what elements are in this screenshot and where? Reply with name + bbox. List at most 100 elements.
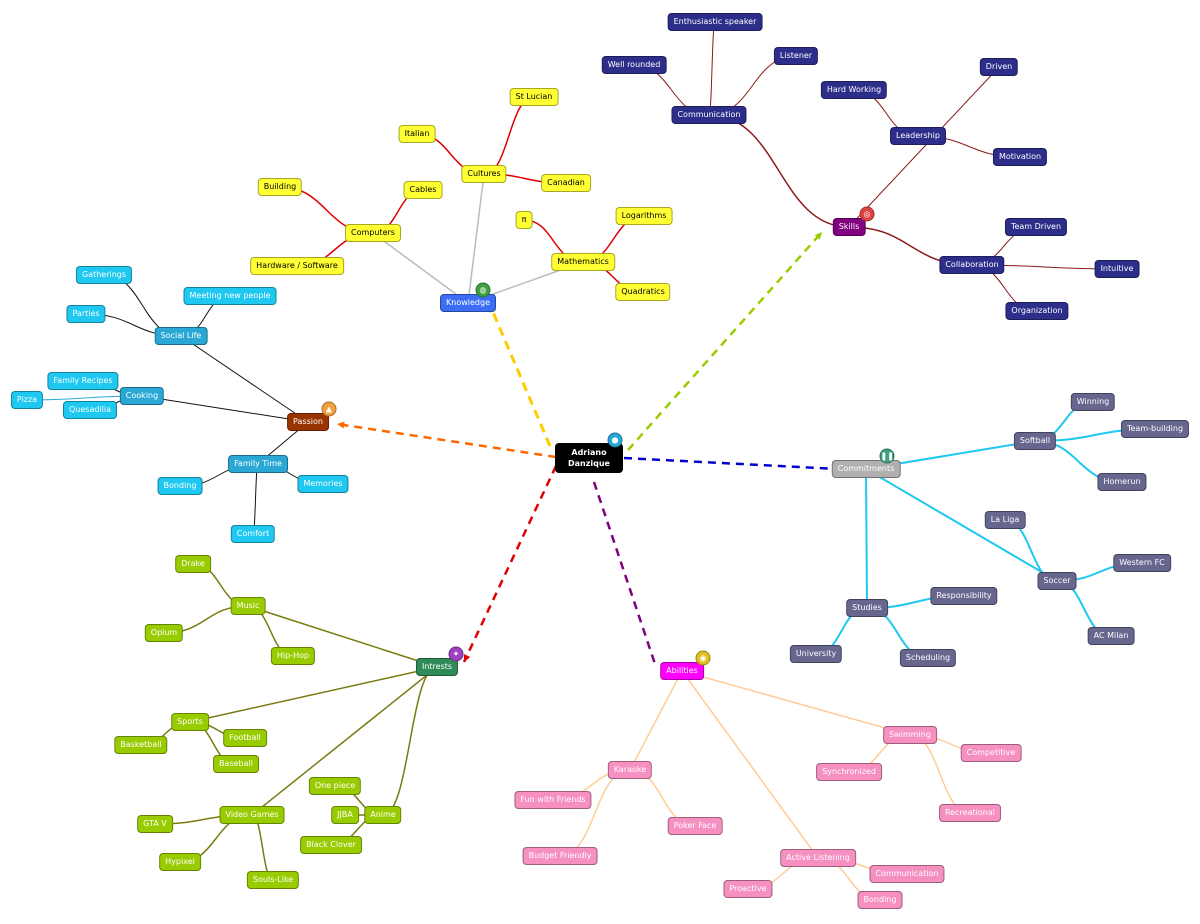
memories-node[interactable]: Memories — [297, 475, 349, 493]
responsibility-node[interactable]: Responsibility — [930, 587, 998, 605]
passion-cooking-link — [141, 395, 309, 423]
swimming-node[interactable]: Swimming — [883, 726, 937, 744]
computers-node[interactable]: Computers — [345, 224, 401, 242]
organization-node[interactable]: Organization — [1005, 302, 1069, 320]
active-listening-node[interactable]: Active Listening — [780, 849, 856, 867]
motivation-node[interactable]: Motivation — [992, 148, 1048, 166]
budget-friendly-node[interactable]: Budget Friendly — [522, 847, 598, 865]
abilities-node[interactable]: Abilities — [660, 662, 704, 680]
root-node[interactable]: Adriano Danzique — [555, 443, 623, 473]
soccer-node[interactable]: Soccer — [1037, 572, 1077, 590]
skills-node[interactable]: Skills — [832, 218, 866, 236]
social-life-node[interactable]: Social Life — [154, 327, 208, 345]
homerun-node[interactable]: Homerun — [1097, 473, 1147, 491]
building-node[interactable]: Building — [257, 178, 303, 196]
bonding-ability-node[interactable]: Bonding — [857, 891, 903, 909]
hardware-software-node[interactable]: Hardware / Software — [250, 257, 344, 275]
intrests-music-link — [247, 605, 438, 668]
hard-working-node[interactable]: Hard Working — [820, 81, 888, 99]
sports-node[interactable]: Sports — [171, 713, 209, 731]
university-node[interactable]: University — [789, 645, 843, 663]
drake-node[interactable]: Drake — [175, 555, 211, 573]
studies-node[interactable]: Studies — [846, 599, 888, 617]
parties-node[interactable]: Parties — [66, 305, 106, 323]
logarithms-node[interactable]: Logarithms — [615, 207, 673, 225]
team-driven-node[interactable]: Team Driven — [1004, 218, 1068, 236]
root-skills-link-arrowhead — [814, 232, 822, 240]
family-recipes-node[interactable]: Family Recipes — [47, 372, 119, 390]
abilities-swimming-link — [681, 670, 911, 736]
cultures-node[interactable]: Cultures — [461, 165, 507, 183]
pizza-node[interactable]: Pizza — [10, 391, 44, 409]
root-intrests-link — [462, 465, 558, 663]
western-fc-node[interactable]: Western FC — [1113, 554, 1171, 572]
commitments-studies-link — [865, 468, 868, 609]
souls-like-node[interactable]: Souls-Like — [246, 871, 300, 889]
communication-ability-node[interactable]: Communication — [869, 865, 945, 883]
competitive-node[interactable]: Competitive — [960, 744, 1022, 762]
hip-hop-node[interactable]: Hip-Hop — [270, 647, 316, 665]
communication-node[interactable]: Communication — [671, 106, 747, 124]
enthusiastic-speaker-node[interactable]: Enthusiastic speaker — [667, 13, 763, 31]
italian-node[interactable]: Italian — [398, 125, 436, 143]
leadership-node[interactable]: Leadership — [890, 127, 946, 145]
video-games-node[interactable]: Video Games — [219, 806, 285, 824]
baseball-node[interactable]: Baseball — [213, 755, 259, 773]
anime-node[interactable]: Anime — [364, 806, 402, 824]
karaoke-node[interactable]: Karaoke — [607, 761, 653, 779]
bonding-node[interactable]: Bonding — [157, 477, 203, 495]
winning-node[interactable]: Winning — [1070, 393, 1116, 411]
la-liga-node[interactable]: La Liga — [984, 511, 1026, 529]
root-abilities-link — [592, 481, 657, 665]
opium-node[interactable]: Opium — [144, 624, 184, 642]
hypixel-node[interactable]: Hypixel — [159, 853, 201, 871]
root-passion-link — [336, 422, 557, 459]
driven-node[interactable]: Driven — [979, 58, 1019, 76]
gta-v-node[interactable]: GTA V — [137, 815, 173, 833]
flame-icon: ▲ — [321, 401, 337, 417]
knowledge-node[interactable]: Knowledge — [440, 294, 496, 312]
quesadilia-node[interactable]: Quesadilia — [62, 401, 118, 419]
poker-face-node[interactable]: Poker Face — [667, 817, 723, 835]
music-node[interactable]: Music — [230, 597, 266, 615]
root-commitments-link — [623, 456, 839, 471]
mathematics-node[interactable]: Mathematics — [551, 253, 615, 271]
root-skills-link — [627, 231, 823, 451]
recreational-node[interactable]: Recreational — [939, 804, 1001, 822]
fun-with-friends-node[interactable]: Fun with Friends — [514, 791, 592, 809]
canadian-node[interactable]: Canadian — [541, 174, 591, 192]
cooking-node[interactable]: Cooking — [119, 387, 165, 405]
family-time-node[interactable]: Family Time — [228, 455, 288, 473]
intrests-sports-link — [189, 666, 438, 723]
synchronized-node[interactable]: Synchronized — [816, 763, 882, 781]
jjba-node[interactable]: JJBA — [331, 806, 359, 824]
commitments-node[interactable]: Commitments — [831, 460, 901, 478]
listener-node[interactable]: Listener — [773, 47, 819, 65]
intrests-node[interactable]: Intrests — [415, 658, 459, 676]
basketball-node[interactable]: Basketball — [114, 736, 168, 754]
softball-node[interactable]: Softball — [1013, 432, 1057, 450]
palette-icon: ✦ — [448, 646, 464, 662]
comfort-node[interactable]: Comfort — [230, 525, 276, 543]
root-knowledge-link — [488, 304, 552, 447]
meeting-new-people-node[interactable]: Meeting new people — [183, 287, 277, 305]
well-rounded-node[interactable]: Well rounded — [601, 56, 667, 74]
black-clover-node[interactable]: Black Clover — [300, 836, 362, 854]
one-piece-node[interactable]: One piece — [308, 777, 362, 795]
proactive-node[interactable]: Proactive — [723, 880, 773, 898]
intuitive-node[interactable]: Intuitive — [1094, 260, 1140, 278]
quadratics-node[interactable]: Quadratics — [615, 283, 671, 301]
st-lucian-node[interactable]: St Lucian — [509, 88, 559, 106]
abilities-karaoke-link — [629, 670, 683, 771]
gatherings-node[interactable]: Gatherings — [75, 266, 133, 284]
team-building-node[interactable]: Team-building — [1120, 420, 1190, 438]
pi-node[interactable]: π — [515, 211, 533, 229]
football-node[interactable]: Football — [223, 729, 267, 747]
skills-communication-link — [708, 114, 850, 228]
cables-node[interactable]: Cables — [403, 181, 443, 199]
collaboration-node[interactable]: Collaboration — [939, 256, 1005, 274]
scheduling-node[interactable]: Scheduling — [899, 649, 957, 667]
passion-node[interactable]: Passion — [287, 413, 329, 431]
root-intrests-link-arrowhead — [463, 654, 471, 662]
ac-milan-node[interactable]: AC Milan — [1087, 627, 1135, 645]
